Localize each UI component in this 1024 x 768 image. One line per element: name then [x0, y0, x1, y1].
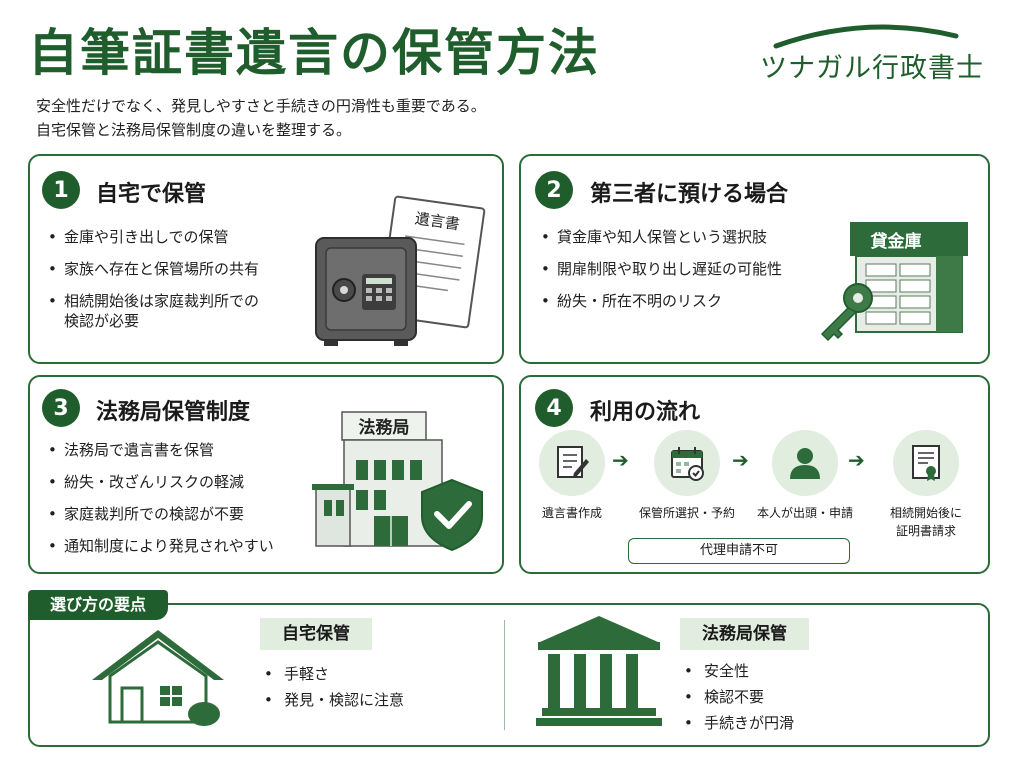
- point-item: 発見・検認に注意: [260, 689, 404, 711]
- bullet-item: 紛失・改ざんリスクの軽減: [44, 472, 304, 492]
- legal-bureau-building-icon: 法務局: [312, 411, 483, 552]
- intro-line: 自宅保管と法務局保管制度の違いを整理する。: [36, 121, 352, 139]
- bullet-item: 金庫や引き出しでの保管: [44, 227, 304, 247]
- person-icon: [772, 430, 838, 496]
- proxy-not-allowed-note: 代理申請不可: [628, 538, 850, 564]
- card-title: 自宅で保管: [96, 182, 207, 207]
- brand-name: ツナガル行政書士: [760, 53, 984, 84]
- bullet-list: 法務局で遺言書を保管 紛失・改ざんリスクの軽減 家庭裁判所での検認が不要 通知制…: [44, 440, 304, 568]
- arrow-right-icon: ➔: [612, 448, 629, 472]
- summary-card: [28, 603, 990, 747]
- point-item: 検認不要: [680, 686, 794, 708]
- home-storage-pill: 自宅保管: [260, 618, 372, 650]
- flow-step-label: 本人が出頭・申請: [756, 506, 853, 520]
- bullet-item: 紛失・所在不明のリスク: [537, 291, 807, 311]
- point-item: 手軽さ: [260, 663, 404, 685]
- summary-divider: [504, 620, 505, 730]
- card-number: 2: [535, 171, 573, 209]
- card-title: 第三者に預ける場合: [590, 182, 789, 207]
- brand-logo: ツナガル行政書士: [756, 20, 996, 88]
- bullet-item: 開扉制限や取り出し遅延の可能性: [537, 259, 807, 279]
- intro-line: 安全性だけでなく、発見しやすさと手続きの円滑性も重要である。: [36, 97, 486, 115]
- courthouse-icon: [536, 616, 662, 726]
- flow-step-apply-in-person: 本人が出頭・申請: [745, 430, 865, 522]
- document-pen-icon: [539, 430, 605, 496]
- flow-step-label: 遺言書作成: [541, 506, 602, 520]
- safe-deposit-and-key-icon: 貸金庫: [820, 222, 968, 342]
- safe-deposit-label: 貸金庫: [870, 231, 922, 252]
- bullet-list: 貸金庫や知人保管という選択肢 開扉制限や取り出し遅延の可能性 紛失・所在不明のリ…: [537, 227, 807, 323]
- house-icon: [92, 630, 224, 726]
- point-item: 安全性: [680, 660, 794, 682]
- arrow-right-icon: ➔: [848, 448, 865, 472]
- card-number: 4: [535, 389, 573, 427]
- certificate-icon: [893, 430, 959, 496]
- card-number: 3: [42, 389, 80, 427]
- flow-step-create-will: 遺言書作成: [512, 430, 632, 522]
- summary-heading: 選び方の要点: [28, 590, 169, 620]
- card-title: 法務局保管制度: [96, 400, 251, 425]
- bureau-storage-pill: 法務局保管: [680, 618, 809, 650]
- card-title: 利用の流れ: [590, 400, 701, 425]
- page-title: 自筆証書遺言の保管方法: [28, 24, 600, 82]
- bullet-item: 法務局で遺言書を保管: [44, 440, 304, 460]
- bullet-item: 家族へ存在と保管場所の共有: [44, 259, 304, 279]
- intro-text: 安全性だけでなく、発見しやすさと手続きの円滑性も重要である。 自宅保管と法務局保…: [36, 94, 486, 142]
- flow-step-request-certificate: 相続開始後に 証明書請求: [866, 430, 986, 540]
- bureau-sign-label: 法務局: [359, 417, 410, 438]
- flow-step-choose-office: 保管所選択・予約: [627, 430, 747, 522]
- bullet-item: 通知制度により発見されやすい: [44, 536, 304, 556]
- flow-step-label: 相続開始後に 証明書請求: [889, 506, 962, 538]
- bullet-item: 貸金庫や知人保管という選択肢: [537, 227, 807, 247]
- flow-step-label: 保管所選択・予約: [638, 506, 735, 520]
- point-item: 手続きが円滑: [680, 712, 794, 734]
- safe-and-document-icon: 遺言書: [315, 195, 486, 346]
- bureau-points-list: 安全性 検認不要 手続きが円滑: [680, 660, 794, 738]
- card-number: 1: [42, 171, 80, 209]
- bullet-list: 金庫や引き出しでの保管 家族へ存在と保管場所の共有 相続開始後は家庭裁判所での検…: [44, 227, 304, 343]
- calendar-check-icon: [654, 430, 720, 496]
- logo-swoosh-icon: [773, 24, 959, 49]
- arrow-right-icon: ➔: [732, 448, 749, 472]
- bullet-item: 家庭裁判所での検認が不要: [44, 504, 304, 524]
- home-points-list: 手軽さ 発見・検認に注意: [260, 663, 404, 715]
